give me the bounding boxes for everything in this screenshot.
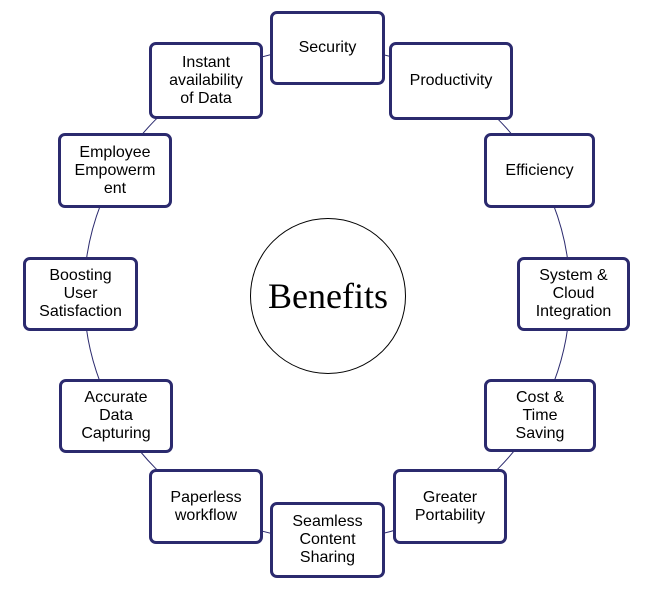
node-instant-availability-of-data: Instant availability of Data <box>149 42 263 119</box>
node-paperless-workflow: Paperless workflow <box>149 469 263 544</box>
node-greater-portability: Greater Portability <box>393 469 507 544</box>
node-accurate-data-capturing: Accurate Data Capturing <box>59 379 173 453</box>
node-productivity: Productivity <box>389 42 513 120</box>
node-seamless-content-sharing: Seamless Content Sharing <box>270 502 385 578</box>
node-cost-time-saving: Cost & Time Saving <box>484 379 596 452</box>
node-efficiency: Efficiency <box>484 133 595 208</box>
node-boosting-user-satisfaction: Boosting User Satisfaction <box>23 257 138 331</box>
node-employee-empowerment: Employee Empowerm ent <box>58 133 172 208</box>
node-system-cloud-integration: System & Cloud Integration <box>517 257 630 331</box>
center-label: Benefits <box>268 276 388 316</box>
center-circle: Benefits <box>250 218 406 374</box>
node-security: Security <box>270 11 385 85</box>
